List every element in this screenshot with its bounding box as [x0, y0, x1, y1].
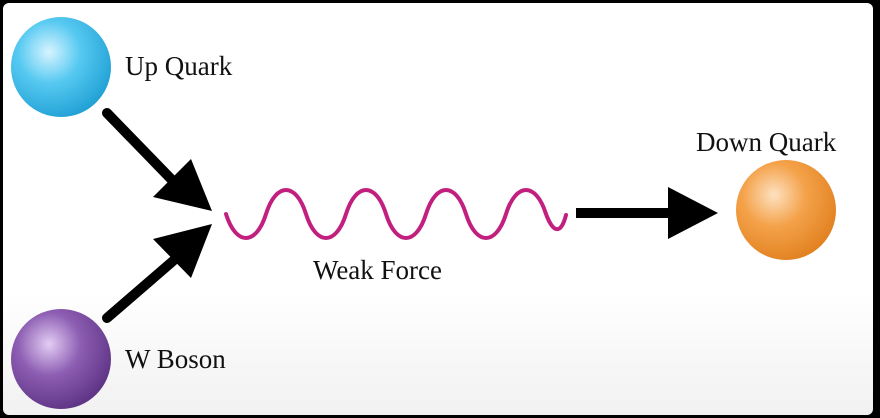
arrow-weak-force-to-down-quark	[576, 187, 718, 239]
w-boson-particle	[11, 309, 111, 409]
weak-force-wave	[224, 188, 568, 240]
w-boson-label: W Boson	[125, 344, 226, 374]
down-quark-particle	[736, 160, 836, 260]
diagram-canvas: Up Quark W Boson Down Quark Weak Force	[3, 3, 873, 415]
arrow-up-quark-to-weak-force	[102, 108, 212, 211]
weak-force-label: Weak Force	[313, 255, 443, 285]
up-quark-particle	[11, 17, 111, 117]
down-quark-label: Down Quark	[696, 127, 837, 157]
diagram-svg	[11, 17, 836, 409]
up-quark-label: Up Quark	[125, 51, 233, 81]
arrow-w-boson-to-weak-force	[102, 224, 212, 323]
